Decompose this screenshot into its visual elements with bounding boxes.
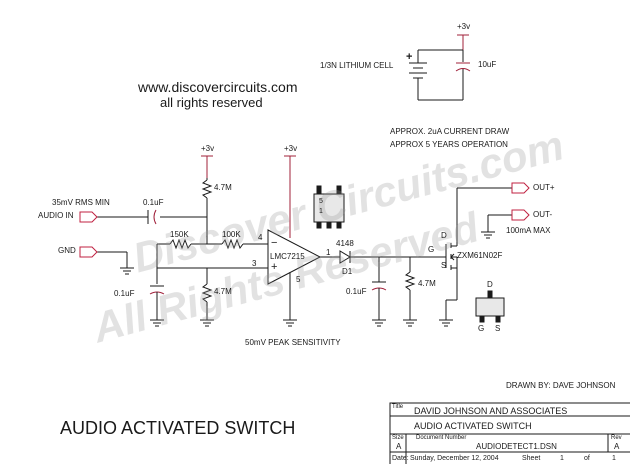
resistor-150k (157, 238, 207, 250)
top-rail-label: +3v (457, 22, 471, 31)
website-url: www.discovercircuits.com (138, 79, 298, 95)
schematic-title: AUDIO ACTIVATED SWITCH (60, 418, 296, 438)
pin-4-label: 4 (258, 233, 263, 242)
capacitor-bias (149, 285, 165, 327)
max-current-label: 100mA MAX (506, 226, 551, 235)
battery-plus-sign: + (406, 51, 413, 63)
ic-pin-1-label: 1 (319, 208, 323, 215)
pin-3-label: 3 (252, 259, 257, 268)
resistor-100k (207, 238, 268, 250)
capacitor-10uf (455, 62, 471, 100)
resistor-output (403, 257, 417, 327)
battery-cap-label: 10uF (478, 60, 497, 69)
bias-rail-label: +3v (201, 144, 215, 153)
diode-ref-label: D1 (342, 267, 353, 276)
out-minus-label: OUT- (533, 210, 553, 219)
tb-sheet-num: 1 (560, 455, 564, 462)
audio-in-label: AUDIO IN (38, 211, 74, 220)
title-block-frame (389, 402, 630, 464)
output-wires (457, 187, 512, 239)
gate-label: G (428, 245, 435, 254)
opamp-package-icon (313, 185, 345, 229)
r-bias-top-label: 4.7M (214, 183, 232, 192)
pin-1-label: 1 (326, 248, 331, 257)
pkg-g-label: G (478, 324, 485, 333)
resistor-bias-bottom (200, 283, 214, 327)
ic-pin-5-label: 5 (319, 198, 323, 205)
diode-d1 (339, 250, 446, 264)
source-label: S (441, 261, 447, 270)
tb-date: Sunday, December 12, 2004 (410, 455, 499, 462)
battery-label: 1/3N LITHIUM CELL (320, 61, 394, 70)
tb-size: A (396, 442, 402, 451)
tb-rev-label: Rev (611, 435, 622, 441)
capacitor-input (147, 209, 157, 225)
supply-rails (201, 34, 469, 238)
out-plus-label: OUT+ (533, 183, 555, 192)
diode-part-label: 4148 (336, 239, 354, 248)
opamp-plus-sign: + (271, 261, 278, 273)
tb-title-label: Title (392, 404, 404, 410)
tb-rev: A (614, 442, 620, 451)
rights-note: all rights reserved (160, 95, 263, 110)
tb-of-label: of (584, 455, 590, 462)
drawn-by: DRAWN BY: DAVE JOHNSON (506, 381, 616, 390)
current-draw-note: APPROX. 2uA CURRENT DRAW (390, 127, 510, 136)
tb-doc-label: Document Number (416, 435, 467, 441)
mosfet-package-icon (475, 290, 505, 323)
tb-date-label: Date: (392, 455, 409, 462)
pkg-d-label: D (487, 280, 493, 289)
gnd-label: GND (58, 246, 76, 255)
capacitor-output (371, 257, 387, 327)
plus-input-wire (156, 244, 268, 284)
opamp-lmc7215 (267, 229, 322, 327)
opamp-part-label: LMC7215 (270, 252, 305, 261)
connectors (79, 182, 530, 258)
mosfet-part-label: ZXM61N02F (457, 251, 503, 260)
r-bias-bottom-label: 4.7M (214, 287, 232, 296)
battery-cell (409, 49, 464, 101)
r-feedback-label: 150K (170, 230, 189, 239)
opamp-minus-sign: − (271, 237, 278, 249)
tb-size-label: Size (392, 435, 404, 441)
sensitivity-note: 50mV PEAK SENSITIVITY (245, 338, 341, 347)
c-out-label: 0.1uF (346, 287, 367, 296)
battery-life-note: APPROX 5 YEARS OPERATION (390, 140, 508, 149)
opamp-rail-label: +3v (284, 144, 298, 153)
tb-company: DAVID JOHNSON AND ASSOCIATES (414, 406, 568, 416)
drain-label: D (441, 231, 447, 240)
c-bias-label: 0.1uF (114, 289, 135, 298)
tb-doc: AUDIODETECT1.DSN (476, 442, 557, 451)
ground-input-wire (97, 251, 134, 275)
r-out-label: 4.7M (418, 279, 436, 288)
sensitivity-input-label: 35mV RMS MIN (52, 198, 110, 207)
tb-sheet-label: Sheet (522, 455, 541, 462)
pkg-s-label: S (495, 324, 501, 333)
mosfet-zxm61n02f (439, 188, 458, 327)
pin-5-label: 5 (296, 275, 301, 284)
resistor-bias-top (201, 178, 213, 244)
tb-sheet-total: 1 (612, 455, 616, 462)
r-input-label: 100K (222, 230, 241, 239)
tb-title: AUDIO ACTIVATED SWITCH (414, 421, 532, 431)
c-in-label: 0.1uF (143, 198, 164, 207)
